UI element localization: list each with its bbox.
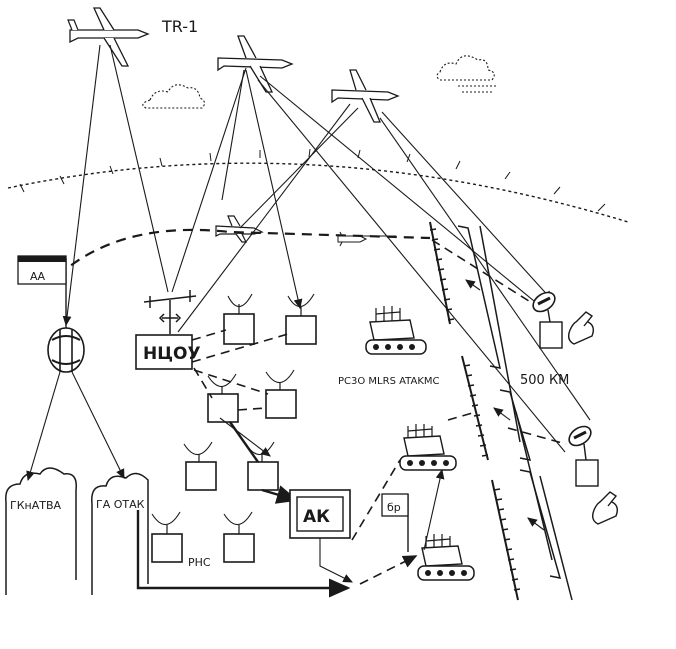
hq-cloud-left-label: ГКнАТВА	[10, 499, 62, 512]
sensor-links	[62, 44, 591, 453]
radar-link-dashed	[507, 427, 567, 445]
tr1-label: TR-1	[161, 17, 198, 36]
cmd-center-label: НЦОУ	[143, 344, 201, 364]
launcher-vehicle-top-icon	[365, 306, 427, 355]
hq-cloud-mid: ГА ОТАК	[91, 472, 149, 595]
launch-arrow-up	[423, 468, 445, 551]
hq-cloud-left: ГКнАТВА	[5, 467, 77, 595]
front-line-rails	[429, 221, 573, 601]
sky-cloud	[142, 55, 498, 109]
station-rns-1	[151, 511, 183, 563]
cmd-center-antenna	[143, 290, 197, 334]
station-4	[265, 369, 297, 419]
station-rns-2	[223, 511, 255, 563]
ak-label: АК	[303, 507, 330, 527]
flag-br: бр	[381, 493, 409, 552]
flag-aa-label: АА	[30, 270, 46, 283]
launcher-vehicle-mid-icon	[399, 424, 457, 471]
missile-icon	[337, 231, 368, 247]
launcher-caption: PC3O MLRS ATAKMC	[338, 376, 440, 387]
trajectory-dashed	[57, 228, 431, 277]
flag-br-label: бр	[387, 501, 401, 514]
aircraft-tr1-icon	[67, 7, 150, 67]
ground-stations	[151, 293, 317, 563]
flag-aa: АА	[17, 255, 67, 330]
cmd-center-box	[135, 334, 193, 370]
radar-antenna-top-icon	[532, 291, 563, 349]
launch-arrow-mid	[447, 411, 477, 421]
station-3	[207, 373, 239, 423]
vehicle-shape-icon	[567, 311, 619, 525]
bottom-collection-lines	[136, 459, 418, 598]
aircraft-2-icon	[217, 35, 294, 93]
radar-antenna-mid-icon	[568, 425, 599, 487]
aircraft-low-icon	[215, 215, 264, 243]
launcher-vehicle-bottom-icon	[417, 534, 475, 581]
horizon-arc	[7, 162, 629, 223]
station-5	[183, 441, 217, 491]
horizon-hatch	[19, 148, 606, 212]
front-line-arrows	[465, 279, 545, 531]
station-1	[223, 293, 255, 345]
ak-box	[289, 489, 351, 539]
trajectory-dashed-2	[431, 239, 541, 309]
hq-cloud-mid-label: ГА ОТАК	[96, 498, 145, 511]
station-2	[285, 293, 317, 345]
aircraft-3-icon	[331, 69, 400, 123]
rns-label: PHC	[188, 556, 211, 569]
sensor-sphere-icon	[47, 327, 85, 373]
station-6	[245, 441, 279, 491]
range-label: 500 КМ	[520, 373, 569, 388]
sphere-to-hq-links	[26, 371, 125, 482]
